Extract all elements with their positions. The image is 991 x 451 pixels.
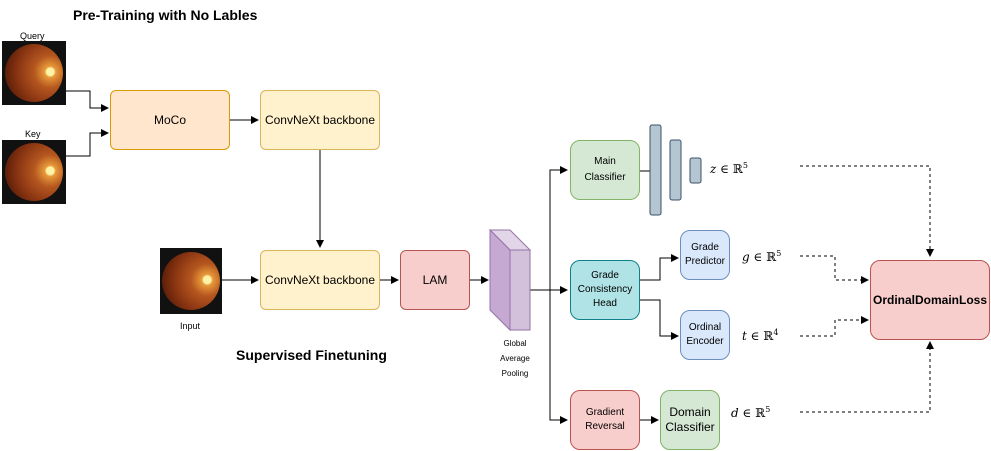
pretraining-title: Pre-Training with No Lables (73, 7, 258, 23)
finetuning-title: Supervised Finetuning (236, 347, 387, 363)
output-d-label: d ∈ ℝ5 (731, 405, 771, 420)
main-classifier-block: Main Classifier (570, 140, 640, 200)
domain-classifier-block: Domain Classifier (660, 390, 720, 450)
lam-block: LAM (400, 250, 470, 310)
query-image (2, 41, 66, 105)
grade-predictor-block: Grade Predictor (680, 230, 730, 280)
output-g-label: g ∈ ℝ5 (742, 249, 782, 264)
gradient-reversal-block: Gradient Reversal (570, 390, 640, 450)
output-t-label: t ∈ ℝ4 (742, 328, 779, 343)
mlp-layers (649, 124, 702, 216)
pooling-label: Global Average Pooling (500, 339, 530, 378)
backbone-top-block: ConvNeXt backbone (260, 90, 380, 150)
key-image (2, 140, 66, 204)
output-z-label: z ∈ ℝ5 (710, 161, 748, 176)
query-label: Query (20, 31, 45, 41)
backbone-bottom-block: ConvNeXt backbone (260, 250, 380, 310)
key-label: Key (25, 129, 41, 139)
input-image (160, 248, 222, 314)
pooling-block (488, 228, 532, 332)
ordinal-domain-loss-block: OrdinalDomainLoss (870, 260, 990, 340)
input-label: Input (180, 321, 201, 331)
grade-consistency-head-block: Grade Consistency Head (570, 260, 640, 320)
moco-block: MoCo (110, 90, 230, 150)
ordinal-encoder-block: Ordinal Encoder (680, 310, 730, 360)
